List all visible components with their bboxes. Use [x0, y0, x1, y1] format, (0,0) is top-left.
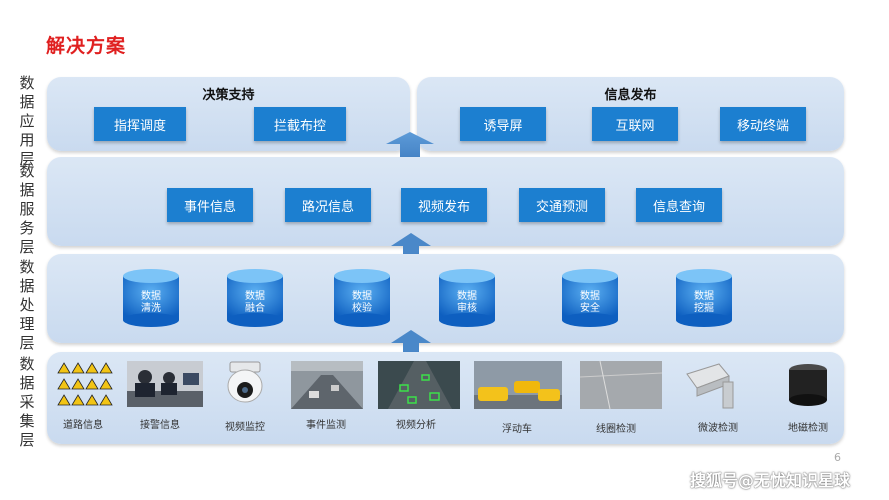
- data-fusion-label: 数据融合: [245, 291, 265, 314]
- data-audit-disk: 数据审核: [437, 268, 497, 328]
- data-fusion-disk: 数据融合: [225, 268, 285, 328]
- page-title: 解决方案: [46, 35, 127, 57]
- data-validation-label: 数据校验: [352, 291, 372, 314]
- video-analysis-icon: [378, 361, 460, 409]
- data-cleaning-disk: 数据清洗: [121, 268, 181, 328]
- service-layer-panel: 事件信息 路况信息 视频发布 交通预测 信息查询: [47, 157, 844, 246]
- video-monitoring-label: 视频监控: [225, 422, 265, 433]
- event-street-icon: [291, 361, 363, 409]
- event-detection-label: 事件监测: [306, 420, 346, 431]
- road-info-button[interactable]: 路况信息: [285, 188, 371, 222]
- page-number: 6: [834, 451, 841, 464]
- up-arrow-icon-2: [391, 330, 431, 360]
- internet-button[interactable]: 互联网: [592, 107, 678, 141]
- info-publish-panel: 信息发布 诱导屏 互联网 移动终端: [417, 77, 844, 151]
- layer-label-processing: 数据处理层: [19, 258, 35, 352]
- police-call-icon: [127, 361, 203, 407]
- command-dispatch-button[interactable]: 指挥调度: [94, 107, 186, 141]
- info-publish-title: 信息发布: [604, 88, 657, 103]
- info-query-button[interactable]: 信息查询: [636, 188, 722, 222]
- video-analysis-label: 视频分析: [396, 420, 436, 431]
- guidance-screen-button[interactable]: 诱导屏: [460, 107, 546, 141]
- data-audit-label: 数据审核: [457, 291, 477, 314]
- dome-camera-icon: [227, 361, 263, 403]
- road-info-label: 道路信息: [63, 420, 103, 431]
- data-mining-label: 数据挖掘: [694, 291, 714, 314]
- geomagnetic-sensor-icon: [789, 364, 827, 406]
- data-cleaning-label: 数据清洗: [141, 291, 161, 314]
- microwave-detector-icon: [686, 363, 734, 409]
- mobile-terminal-button[interactable]: 移动终端: [720, 107, 806, 141]
- loop-detection-label: 线圈检测: [596, 424, 636, 435]
- intercept-control-button[interactable]: 拦截布控: [254, 107, 346, 141]
- up-arrow-icon: [391, 233, 431, 263]
- data-mining-disk: 数据挖掘: [674, 268, 734, 328]
- processing-layer-panel: 数据清洗 数据融合 数据校验 数据审核 数据安全 数据挖掘: [47, 254, 844, 343]
- loop-detector-icon: [580, 361, 662, 409]
- event-info-button[interactable]: 事件信息: [167, 188, 253, 222]
- alarm-info-label: 接警信息: [140, 420, 180, 431]
- video-publish-button[interactable]: 视频发布: [401, 188, 487, 222]
- data-validation-disk: 数据校验: [332, 268, 392, 328]
- decision-support-panel: 决策支持 指挥调度 拦截布控: [47, 77, 410, 151]
- layer-label-collection: 数据采集层: [19, 355, 35, 449]
- microwave-detection-label: 微波检测: [698, 423, 738, 434]
- layer-label-service: 数据服务层: [19, 162, 35, 256]
- decision-support-title: 决策支持: [202, 88, 255, 103]
- data-security-label: 数据安全: [580, 291, 600, 314]
- traffic-forecast-button[interactable]: 交通预测: [519, 188, 605, 222]
- taxi-icon: [474, 361, 562, 409]
- geomagnetic-detection-label: 地磁检测: [788, 423, 828, 434]
- layer-label-application: 数据应用层: [19, 74, 35, 168]
- data-security-disk: 数据安全: [560, 268, 620, 328]
- floating-car-label: 浮动车: [502, 424, 532, 435]
- road-signs-icon: [57, 362, 113, 406]
- watermark: 搜狐号@无忧知识星球: [690, 471, 851, 490]
